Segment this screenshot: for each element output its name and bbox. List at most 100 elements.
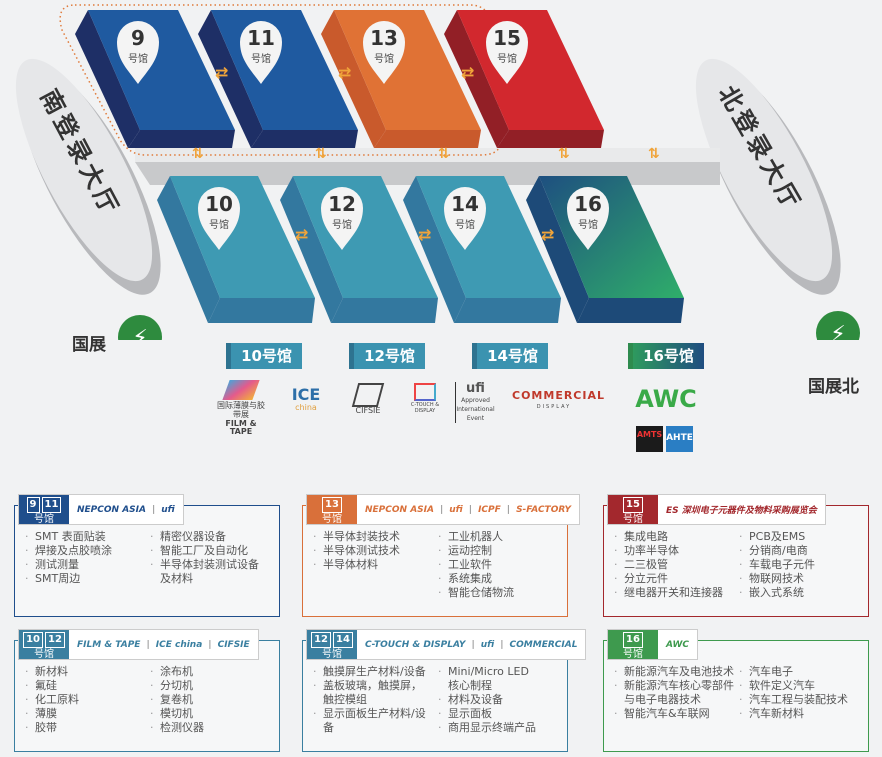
- category-item: 及材料: [160, 572, 193, 585]
- category-list-right: PCB及EMS分销商/电商车载电子元件物联网技术嵌入式系统: [737, 530, 862, 600]
- station-guozhan-label: 国展: [72, 335, 106, 355]
- category-item: SMT周边: [23, 572, 148, 586]
- hall-number: 12: [311, 632, 331, 648]
- hall-16-left-face: [526, 176, 589, 323]
- category-item: 分切机: [148, 679, 273, 693]
- exhibitor-logo: ufi: [161, 504, 175, 515]
- awc-logo: AWC: [635, 385, 697, 413]
- exhibitor-logo: ufi: [480, 639, 495, 650]
- category-item: 触控模组: [323, 693, 367, 706]
- hall-10-pin-icon: [198, 187, 240, 250]
- hall-11-number: 11: [247, 26, 275, 50]
- hall-16-front-face: [577, 298, 684, 323]
- category-item: 继电器开关和连接器: [612, 586, 737, 600]
- exhibitor-logo: ES 深圳电子元器件及物料采购展览会: [666, 506, 817, 516]
- venue-map: 9号馆11号馆13号馆15号馆10号馆12号馆14号馆16号馆⇄⇄⇄⇄⇄⇄⇅⇅⇅…: [15, 4, 860, 340]
- exhibitor-logo: FILM & TAPE: [77, 639, 141, 650]
- hall-label: 号馆: [34, 649, 54, 660]
- category-item: 胶带: [23, 721, 148, 735]
- hall-16-badge[interactable]: 16号馆: [628, 343, 704, 369]
- metro-icon: [118, 315, 162, 340]
- hall-14-pin-icon: [444, 187, 486, 250]
- category-item: 模切机: [148, 707, 273, 721]
- hall-14-number: 14: [451, 192, 479, 216]
- category-item: 半导体材料: [311, 558, 436, 572]
- hall-11-pin-icon: [240, 21, 282, 84]
- exhibitor-logo: COMMERCIAL: [509, 639, 578, 650]
- category-item: 商用显示终端产品: [436, 721, 561, 735]
- category-list-right: Mini/Micro LED核心制程材料及设备显示面板商用显示终端产品: [436, 665, 561, 735]
- hall-label: 号馆: [322, 514, 342, 525]
- hall-15-number: 15: [493, 26, 521, 50]
- hall-number: 16: [623, 632, 643, 648]
- category-list-right: 汽车电子软件定义汽车汽车工程与装配技术汽车新材料: [737, 665, 862, 721]
- exhibitor-logo: C-TOUCH & DISPLAY: [365, 639, 466, 650]
- connector-arrow-icon: ⇄: [541, 225, 554, 244]
- hall-12-left-face: [280, 176, 343, 323]
- category-list-left: SMT 表面贴装焊接及点胶喷涂测试测量SMT周边: [23, 530, 148, 586]
- hall-number: 11: [41, 497, 62, 513]
- amts-logo: AMTS: [636, 426, 663, 452]
- exhibitor-logo: S-FACTORY: [516, 504, 571, 515]
- hall-15-left-face: [444, 10, 509, 148]
- category-item: SMT 表面贴装: [23, 530, 148, 544]
- hall-12-number: 12: [328, 192, 356, 216]
- hall-10-front-face: [208, 298, 315, 323]
- category-item: 智能仓储物流: [436, 586, 561, 600]
- exhibitor-logo: AWC: [666, 639, 690, 650]
- category-item: 焊接及点胶喷涂: [23, 544, 148, 558]
- category-list-left: 集成电路功率半导体二三极管分立元件继电器开关和连接器: [612, 530, 737, 600]
- hall-9-front-face: [128, 130, 235, 148]
- category-list-right: 精密仪器设备智能工厂及自动化半导体封装测试设备及材料: [148, 530, 273, 586]
- cifsie-logo: CIFSIE: [347, 383, 389, 416]
- category-list-left: 半导体封装技术半导体测试技术半导体材料: [311, 530, 436, 600]
- hall-number: 12: [45, 632, 65, 648]
- connector-arrow-icon: ⇄: [215, 63, 228, 82]
- hall-13-suffix: 号馆: [374, 52, 394, 65]
- hall-14-badge[interactable]: 14号馆: [472, 343, 548, 369]
- south-lobby: [15, 58, 153, 282]
- hall-11-front-face: [251, 130, 358, 148]
- category-item: 显示面板: [436, 707, 561, 721]
- category-item: 氟硅: [23, 679, 148, 693]
- ctouch-logo: C-TOUCH & DISPLAY: [403, 383, 447, 414]
- hall-14-suffix: 号馆: [455, 218, 475, 231]
- category-item: 分销商/电商: [737, 544, 862, 558]
- hall-13-number: 13: [370, 26, 398, 50]
- hall-14-front-face: [454, 298, 561, 323]
- category-list-right: 工业机器人运动控制工业软件系统集成智能仓储物流: [436, 530, 561, 600]
- hall-9-suffix: 号馆: [128, 52, 148, 65]
- hall-number: 13: [322, 497, 342, 513]
- hall-number: 10: [23, 632, 43, 648]
- category-item: 测试测量: [23, 558, 148, 572]
- hall-13-left-face: [321, 10, 386, 148]
- connector-arrow-icon: ⇄: [418, 225, 431, 244]
- category-item: Mini/Micro LED: [436, 665, 561, 679]
- north-lobby: [695, 58, 833, 282]
- hall-13-pin-icon: [363, 21, 405, 84]
- category-item: 触摸屏生产材料/设备: [311, 665, 436, 679]
- hall-10-suffix: 号馆: [209, 218, 229, 231]
- category-item: 集成电路: [612, 530, 737, 544]
- exhibitor-logo: ufi: [449, 504, 463, 515]
- hall-10-badge[interactable]: 10号馆: [226, 343, 302, 369]
- hall-number: 14: [333, 632, 353, 648]
- category-item: 功率半导体: [612, 544, 737, 558]
- category-item: 物联网技术: [737, 572, 862, 586]
- hall-12-badge[interactable]: 12号馆: [349, 343, 425, 369]
- hall-12-suffix: 号馆: [332, 218, 352, 231]
- category-item: 半导体封装技术: [311, 530, 436, 544]
- metro-symbol-icon: ⚡: [132, 326, 147, 340]
- category-item: 汽车工程与装配技术: [737, 693, 862, 707]
- hall-9-number: 9: [131, 26, 145, 50]
- category-item: 化工原料: [23, 693, 148, 707]
